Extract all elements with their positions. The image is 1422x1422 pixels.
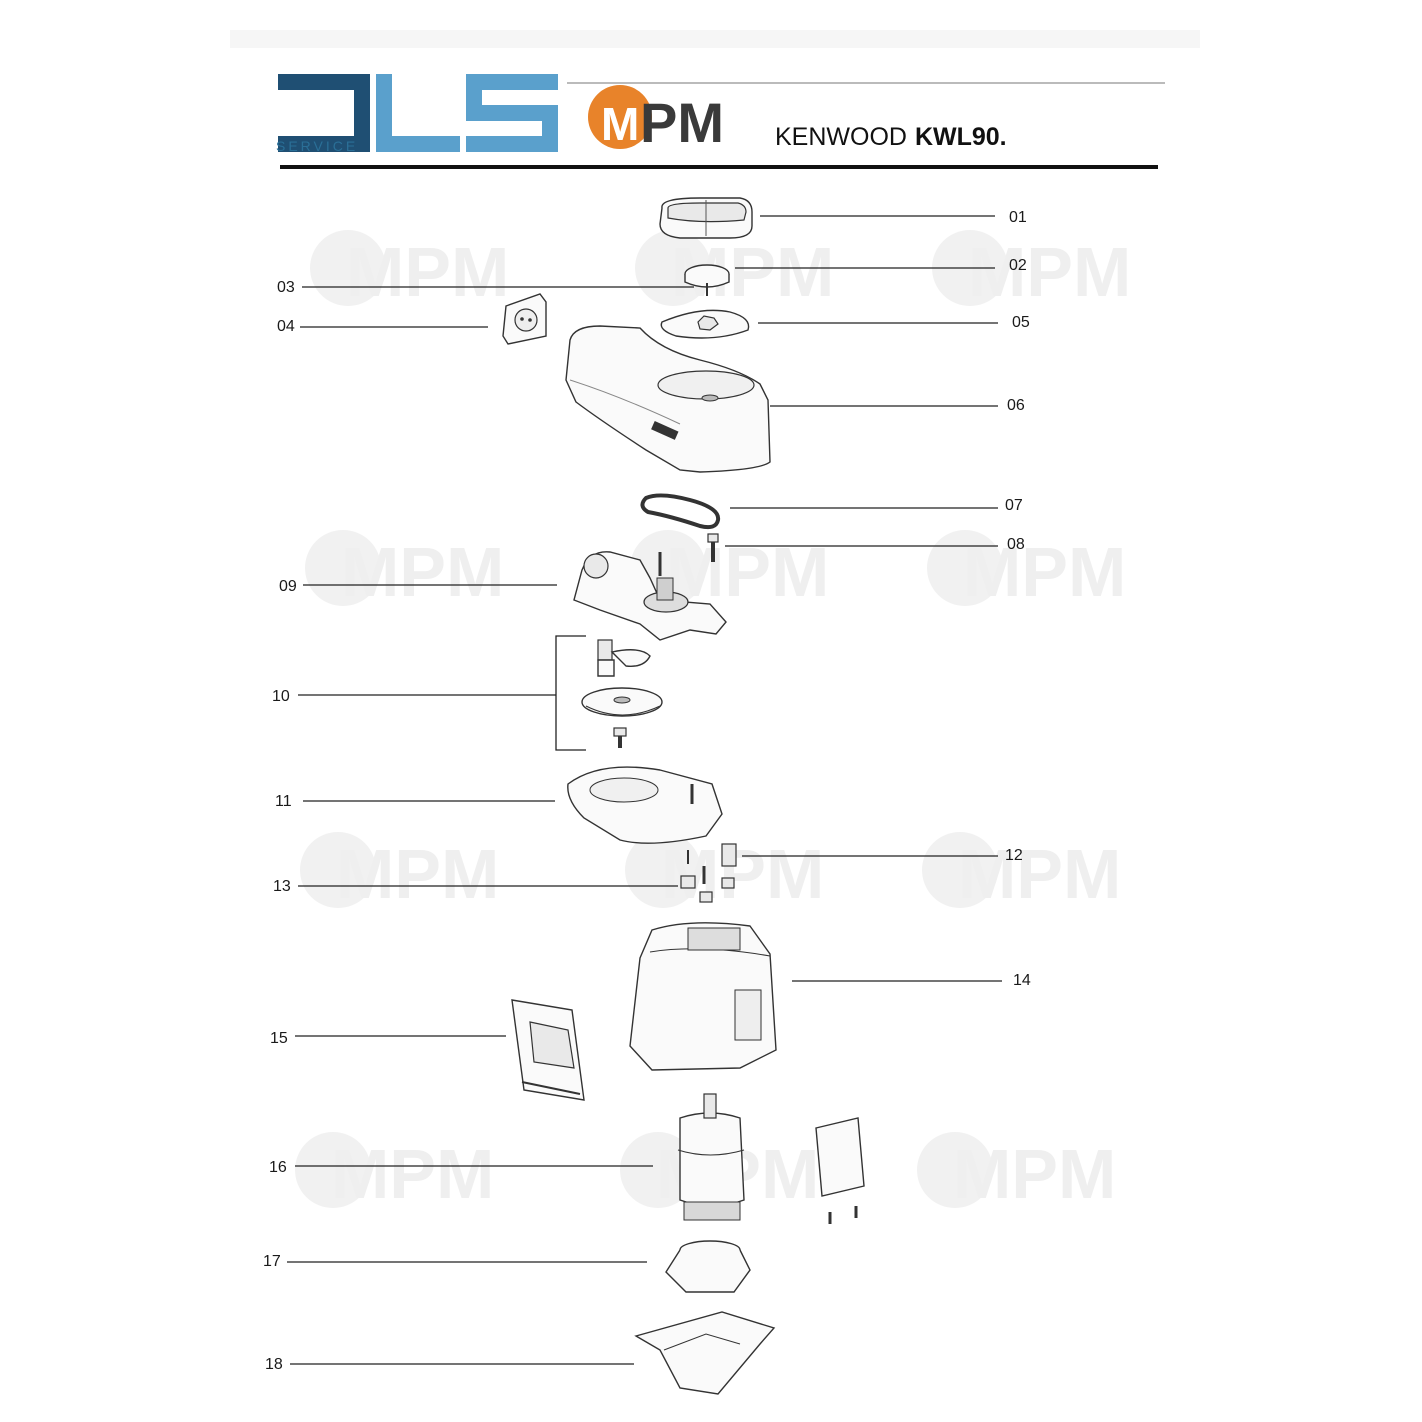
svg-text:MPM: MPM xyxy=(963,533,1126,611)
part-07-illustration xyxy=(640,493,721,530)
mpm-logo: M PM xyxy=(588,85,724,154)
svg-text:MPM: MPM xyxy=(346,233,509,311)
part-17-illustration xyxy=(665,1240,751,1293)
svg-text:MPM: MPM xyxy=(953,1135,1116,1213)
dls-service-logo: SERVICE xyxy=(276,74,558,154)
part-02-illustration xyxy=(684,264,730,296)
part-06-illustration xyxy=(565,325,771,473)
svg-text:MPM: MPM xyxy=(331,1135,494,1213)
part-label-03: 03 xyxy=(277,279,295,296)
part-15-illustration xyxy=(511,999,585,1101)
svg-text:MPM: MPM xyxy=(958,835,1121,913)
part-label-06: 06 xyxy=(1007,397,1025,414)
part-label-15: 15 xyxy=(270,1030,288,1047)
part-05-illustration xyxy=(660,309,750,339)
part-12-13-illustration xyxy=(680,843,737,903)
part-label-16: 16 xyxy=(269,1159,287,1176)
part-label-13: 13 xyxy=(273,878,291,895)
part-04-illustration xyxy=(502,293,547,345)
part-11-illustration xyxy=(567,766,723,844)
svg-text:MPM: MPM xyxy=(336,835,499,913)
mpm-logo-pm: PM xyxy=(640,91,724,154)
dls-service-text: SERVICE xyxy=(276,138,358,154)
part-16-illustration xyxy=(677,1093,745,1221)
part-label-12: 12 xyxy=(1005,847,1023,864)
svg-text:MPM: MPM xyxy=(666,533,829,611)
part-label-18: 18 xyxy=(265,1356,283,1373)
part-label-09: 09 xyxy=(279,578,297,595)
part-label-08: 08 xyxy=(1007,536,1025,553)
mpm-logo-m: M xyxy=(601,98,639,150)
part-14-illustration xyxy=(629,922,777,1071)
part-16-bracket-illustration xyxy=(815,1117,865,1224)
bracket-10 xyxy=(555,635,586,751)
part-label-05: 05 xyxy=(1012,314,1030,331)
part-label-01: 01 xyxy=(1009,209,1027,226)
part-label-11: 11 xyxy=(275,793,292,810)
svg-text:MPM: MPM xyxy=(341,533,504,611)
part-label-10: 10 xyxy=(272,688,290,705)
svg-text:MPM: MPM xyxy=(661,835,824,913)
part-label-07: 07 xyxy=(1005,497,1023,514)
part-label-14: 14 xyxy=(1013,972,1031,989)
part-01-illustration xyxy=(659,197,753,239)
part-label-02: 02 xyxy=(1009,257,1027,274)
part-10-illustration xyxy=(581,639,663,748)
svg-text:MPM: MPM xyxy=(968,233,1131,311)
scan-artifact xyxy=(230,30,1200,48)
part-18-illustration xyxy=(634,1311,776,1395)
part-label-04: 04 xyxy=(277,318,295,335)
part-09-illustration xyxy=(573,551,727,641)
part-label-17: 17 xyxy=(263,1253,281,1270)
part-08-illustration xyxy=(707,533,719,562)
